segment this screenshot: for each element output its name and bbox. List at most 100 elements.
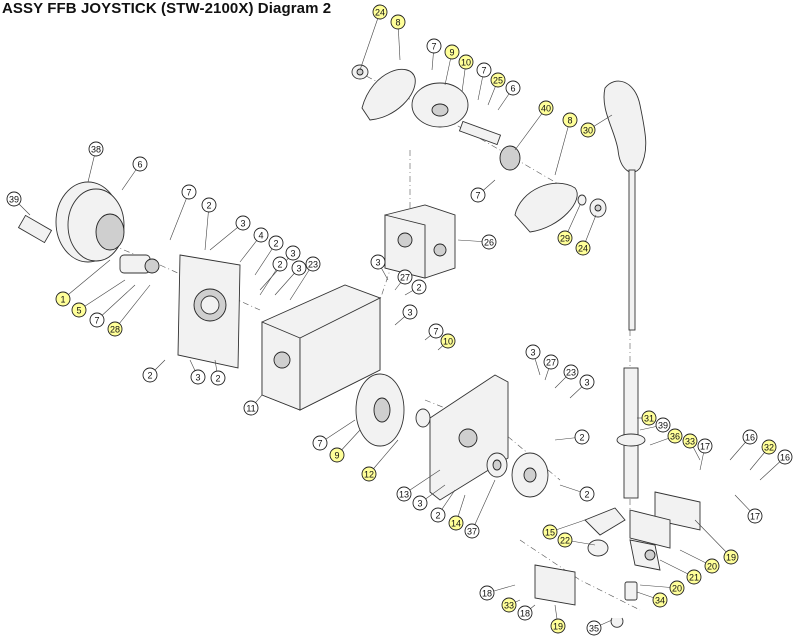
callout-label: 2 xyxy=(435,511,440,521)
callout-circle xyxy=(253,227,269,243)
callout-label: 7 xyxy=(481,66,486,76)
callout-bubble-12: 12 xyxy=(361,466,377,482)
callout-circle xyxy=(370,254,386,270)
callout-circle xyxy=(742,429,758,445)
callout-circle xyxy=(397,269,413,285)
callout-label: 11 xyxy=(246,404,255,414)
leader-line xyxy=(114,284,151,330)
callout-bubble-1: 1 xyxy=(55,291,71,307)
callout-circle xyxy=(444,44,460,60)
callout-bubble-3: 3 xyxy=(525,344,541,360)
callout-circle xyxy=(464,523,480,539)
callout-bubble-3: 3 xyxy=(285,245,301,261)
leader-line xyxy=(169,191,190,241)
callout-bubble-36: 36 xyxy=(667,428,683,444)
callout-circle xyxy=(517,605,533,621)
motor-part xyxy=(17,181,160,274)
callout-circle xyxy=(655,417,671,433)
gimbal-22 xyxy=(587,539,609,557)
callout-label: 8 xyxy=(567,116,572,126)
callout-circle xyxy=(557,230,573,246)
callout-label: 4 xyxy=(258,231,263,241)
bracket-26 xyxy=(384,204,456,279)
callout-circle xyxy=(291,260,307,276)
callout-bubble-2: 2 xyxy=(142,367,158,383)
callout-label: 33 xyxy=(504,601,514,611)
callout-label: 9 xyxy=(334,451,339,461)
bearing-24 xyxy=(589,198,607,218)
callout-bubble-3: 3 xyxy=(579,374,595,390)
callout-bubble-15: 15 xyxy=(542,524,558,540)
mounting-plate xyxy=(177,254,241,369)
callout-circle xyxy=(550,618,566,634)
callout-label: 3 xyxy=(584,378,589,388)
callout-bubble-13: 13 xyxy=(396,486,412,502)
callout-label: 39 xyxy=(9,195,19,205)
gear-37 xyxy=(511,452,549,498)
callout-circle xyxy=(574,429,590,445)
callout-bubble-23: 23 xyxy=(563,364,579,380)
callout-circle xyxy=(575,240,591,256)
callout-label: 8 xyxy=(395,18,400,28)
callout-circle xyxy=(667,428,683,444)
callout-circle xyxy=(71,302,87,318)
callout-label: 2 xyxy=(277,260,282,270)
callout-label: 7 xyxy=(317,439,322,449)
callout-circle xyxy=(181,184,197,200)
callout-circle xyxy=(305,256,321,272)
shaft-31 xyxy=(616,367,646,499)
callout-label: 27 xyxy=(546,358,556,368)
callout-circle xyxy=(372,4,388,20)
callout-label: 7 xyxy=(475,191,480,201)
top-pulley-9 xyxy=(411,82,469,128)
leader-line xyxy=(514,107,547,151)
callout-bubble-27: 27 xyxy=(543,354,559,370)
callout-label: 6 xyxy=(510,84,515,94)
callout-circle xyxy=(88,141,104,157)
callout-bubble-38: 38 xyxy=(88,141,104,157)
leader-line xyxy=(554,119,571,176)
callout-bubble-21: 21 xyxy=(686,569,702,585)
callout-label: 1 xyxy=(60,295,65,305)
callout-bubble-2: 2 xyxy=(411,279,427,295)
callout-bubble-3: 3 xyxy=(370,254,386,270)
callout-label: 36 xyxy=(670,432,680,442)
callout-label: 17 xyxy=(750,512,760,522)
callout-label: 23 xyxy=(566,368,576,378)
callout-bubble-19: 19 xyxy=(723,549,739,565)
callout-label: 2 xyxy=(584,490,589,500)
callout-circle xyxy=(481,234,497,250)
callout-circle xyxy=(525,344,541,360)
callout-circle xyxy=(412,495,428,511)
callout-bubble-3: 3 xyxy=(412,495,428,511)
diagram-title: ASSY FFB JOYSTICK (STW-2100X) Diagram 2 xyxy=(2,0,332,17)
callout-bubble-2: 2 xyxy=(201,197,217,213)
callout-circle xyxy=(6,191,22,207)
callout-bubble-2: 2 xyxy=(272,256,288,272)
callout-label: 24 xyxy=(578,244,588,254)
callout-bubble-7: 7 xyxy=(89,312,105,328)
callout-bubble-25: 25 xyxy=(490,72,506,88)
gimbal-21 xyxy=(629,539,661,571)
callout-label: 21 xyxy=(689,573,699,583)
callout-label: 2 xyxy=(579,433,584,443)
callout-label: 24 xyxy=(375,8,385,18)
top-belt-8 xyxy=(361,68,416,121)
callout-bubble-6: 6 xyxy=(132,156,148,172)
callout-label: 10 xyxy=(443,337,453,347)
callout-circle xyxy=(479,585,495,601)
callout-circle xyxy=(777,449,793,465)
callout-label: 7 xyxy=(94,316,99,326)
callout-bubble-35: 35 xyxy=(586,620,602,636)
leader-line xyxy=(204,204,210,251)
callout-bubble-26: 26 xyxy=(481,234,497,250)
top-bearing-24 xyxy=(351,64,369,80)
callout-bubble-20: 20 xyxy=(669,580,685,596)
leader-line xyxy=(259,252,294,291)
callout-label: 35 xyxy=(589,624,599,634)
callout-label: 9 xyxy=(449,48,454,58)
callout-circle xyxy=(132,156,148,172)
callout-circle xyxy=(361,466,377,482)
callout-label: 2 xyxy=(206,201,211,211)
callout-circle xyxy=(426,38,442,54)
